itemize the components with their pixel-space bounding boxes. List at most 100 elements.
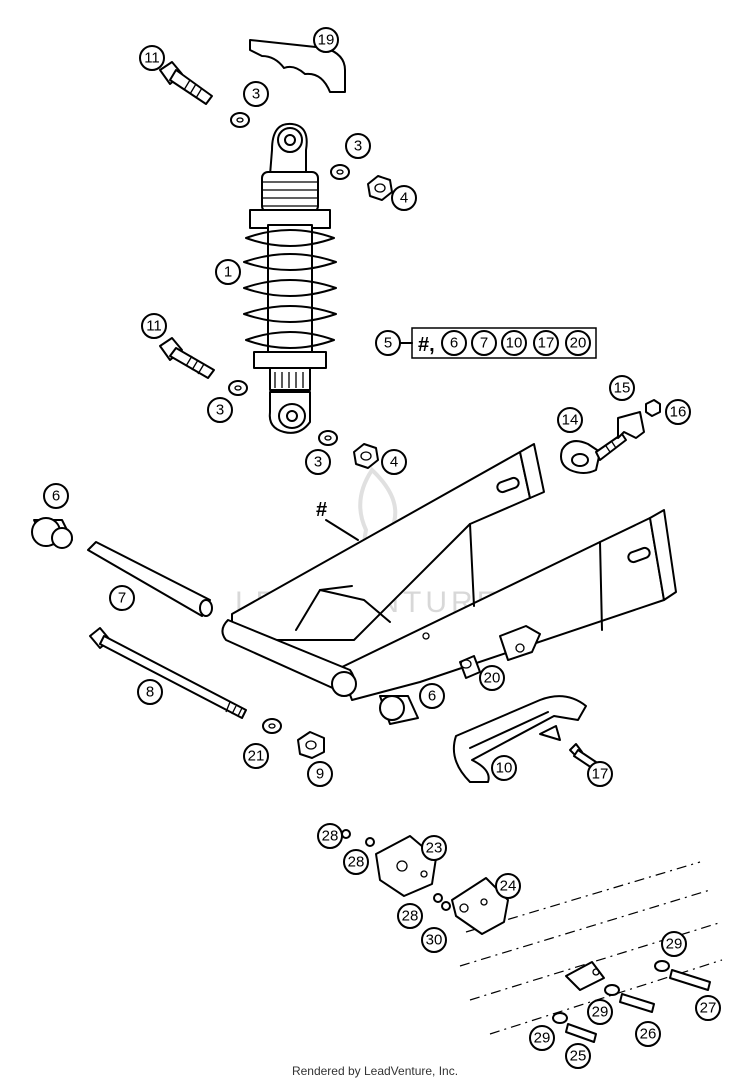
svg-text:1: 1 bbox=[224, 264, 232, 281]
callout-c19: 19 bbox=[313, 27, 339, 53]
svg-text:29: 29 bbox=[666, 936, 683, 953]
callout-c16: 16 bbox=[665, 399, 691, 425]
svg-text:3: 3 bbox=[314, 454, 322, 471]
callout-c25: 25 bbox=[565, 1043, 591, 1069]
callout-c11b: 11 bbox=[141, 313, 167, 339]
svg-text:24: 24 bbox=[500, 878, 517, 895]
part-19-clip bbox=[249, 39, 346, 93]
footer-credit: Rendered by LeadVenture, Inc. bbox=[291, 1064, 459, 1078]
callout-c6a: 6 bbox=[43, 483, 69, 509]
callout-c29b: 29 bbox=[587, 999, 613, 1025]
svg-text:10: 10 bbox=[506, 335, 523, 352]
callout-c1: 1 bbox=[215, 259, 241, 285]
callout-c28a: 28 bbox=[317, 823, 343, 849]
svg-text:6: 6 bbox=[450, 335, 458, 352]
callout-c9: 9 bbox=[307, 761, 333, 787]
kit-box: 5 #, 6 7 10 17 20 bbox=[375, 327, 597, 359]
lower-assembly bbox=[341, 829, 723, 1043]
kit-item-10: 10 bbox=[501, 330, 527, 356]
svg-text:26: 26 bbox=[640, 1026, 657, 1043]
part-15-clip bbox=[617, 411, 645, 439]
callout-c29a: 29 bbox=[661, 931, 687, 957]
svg-text:23: 23 bbox=[426, 840, 443, 857]
svg-text:27: 27 bbox=[700, 1000, 717, 1017]
part-4-nut-b bbox=[353, 443, 379, 469]
callout-c3c: 3 bbox=[207, 397, 233, 423]
part-23-block bbox=[375, 835, 437, 897]
svg-text:28: 28 bbox=[348, 854, 365, 871]
svg-text:20: 20 bbox=[570, 335, 587, 352]
callout-c7: 7 bbox=[109, 585, 135, 611]
svg-text:29: 29 bbox=[534, 1030, 551, 1047]
svg-text:17: 17 bbox=[592, 766, 609, 783]
svg-text:15: 15 bbox=[614, 380, 631, 397]
part-14-stud-roller bbox=[560, 433, 627, 474]
svg-text:21: 21 bbox=[248, 748, 265, 765]
callout-c30: 30 bbox=[421, 927, 447, 953]
svg-text:30: 30 bbox=[426, 932, 443, 949]
svg-text:17: 17 bbox=[538, 335, 555, 352]
part-3-washer-a bbox=[230, 112, 250, 128]
callout-c14: 14 bbox=[557, 407, 583, 433]
svg-text:7: 7 bbox=[118, 590, 126, 607]
kit-hash: #, bbox=[418, 334, 435, 356]
part-1-shock-absorber bbox=[243, 122, 337, 434]
callout-c10: 10 bbox=[491, 755, 517, 781]
part-11-bolt-upper bbox=[159, 61, 213, 105]
svg-text:6: 6 bbox=[52, 488, 60, 505]
part-16-nut bbox=[645, 399, 661, 417]
part-10-chain-slider bbox=[452, 695, 587, 783]
svg-text:5: 5 bbox=[384, 335, 392, 352]
callout-c4b: 4 bbox=[381, 449, 407, 475]
part-11-bolt-lower bbox=[159, 337, 215, 379]
svg-text:3: 3 bbox=[252, 86, 260, 103]
kit-item-7: 7 bbox=[471, 330, 497, 356]
swingarm-marker: # bbox=[316, 499, 327, 521]
swingarm bbox=[221, 443, 677, 701]
callout-c3b: 3 bbox=[345, 133, 371, 159]
svg-text:25: 25 bbox=[570, 1048, 587, 1065]
part-21-washer bbox=[262, 718, 282, 734]
svg-text:7: 7 bbox=[480, 335, 488, 352]
part-6-bushing-right bbox=[379, 695, 419, 725]
part-4-nut-a bbox=[367, 175, 393, 201]
svg-text:10: 10 bbox=[496, 760, 513, 777]
callout-c6b: 6 bbox=[419, 683, 445, 709]
svg-text:16: 16 bbox=[670, 404, 687, 421]
svg-text:19: 19 bbox=[318, 32, 335, 49]
svg-text:6: 6 bbox=[428, 688, 436, 705]
callout-c26: 26 bbox=[635, 1021, 661, 1047]
svg-text:11: 11 bbox=[144, 50, 160, 67]
svg-text:28: 28 bbox=[402, 908, 419, 925]
svg-text:4: 4 bbox=[390, 454, 398, 471]
svg-text:29: 29 bbox=[592, 1004, 609, 1021]
svg-text:28: 28 bbox=[322, 828, 339, 845]
part-9-nut bbox=[297, 731, 325, 759]
svg-text:11: 11 bbox=[146, 318, 162, 335]
callout-c15: 15 bbox=[609, 375, 635, 401]
callout-c17: 17 bbox=[587, 761, 613, 787]
svg-text:3: 3 bbox=[216, 402, 224, 419]
callout-c28c: 28 bbox=[397, 903, 423, 929]
callout-c23: 23 bbox=[421, 835, 447, 861]
svg-text:8: 8 bbox=[146, 684, 154, 701]
part-24-bracket bbox=[451, 877, 509, 935]
part-6-bushing-left bbox=[31, 517, 73, 549]
callout-c4a: 4 bbox=[391, 185, 417, 211]
kit-item-20: 20 bbox=[565, 330, 591, 356]
callout-c21: 21 bbox=[243, 743, 269, 769]
part-3-washer-d bbox=[318, 430, 338, 446]
callout-c11a: 11 bbox=[139, 45, 165, 71]
part-3-washer-c bbox=[228, 380, 248, 396]
svg-text:9: 9 bbox=[316, 766, 324, 783]
svg-text:3: 3 bbox=[354, 138, 362, 155]
callout-c24: 24 bbox=[495, 873, 521, 899]
callout-c28b: 28 bbox=[343, 849, 369, 875]
part-7-sleeve bbox=[87, 541, 211, 617]
kit-item-17: 17 bbox=[533, 330, 559, 356]
svg-text:20: 20 bbox=[484, 670, 501, 687]
callout-c29c: 29 bbox=[529, 1025, 555, 1051]
svg-text:14: 14 bbox=[562, 412, 579, 429]
